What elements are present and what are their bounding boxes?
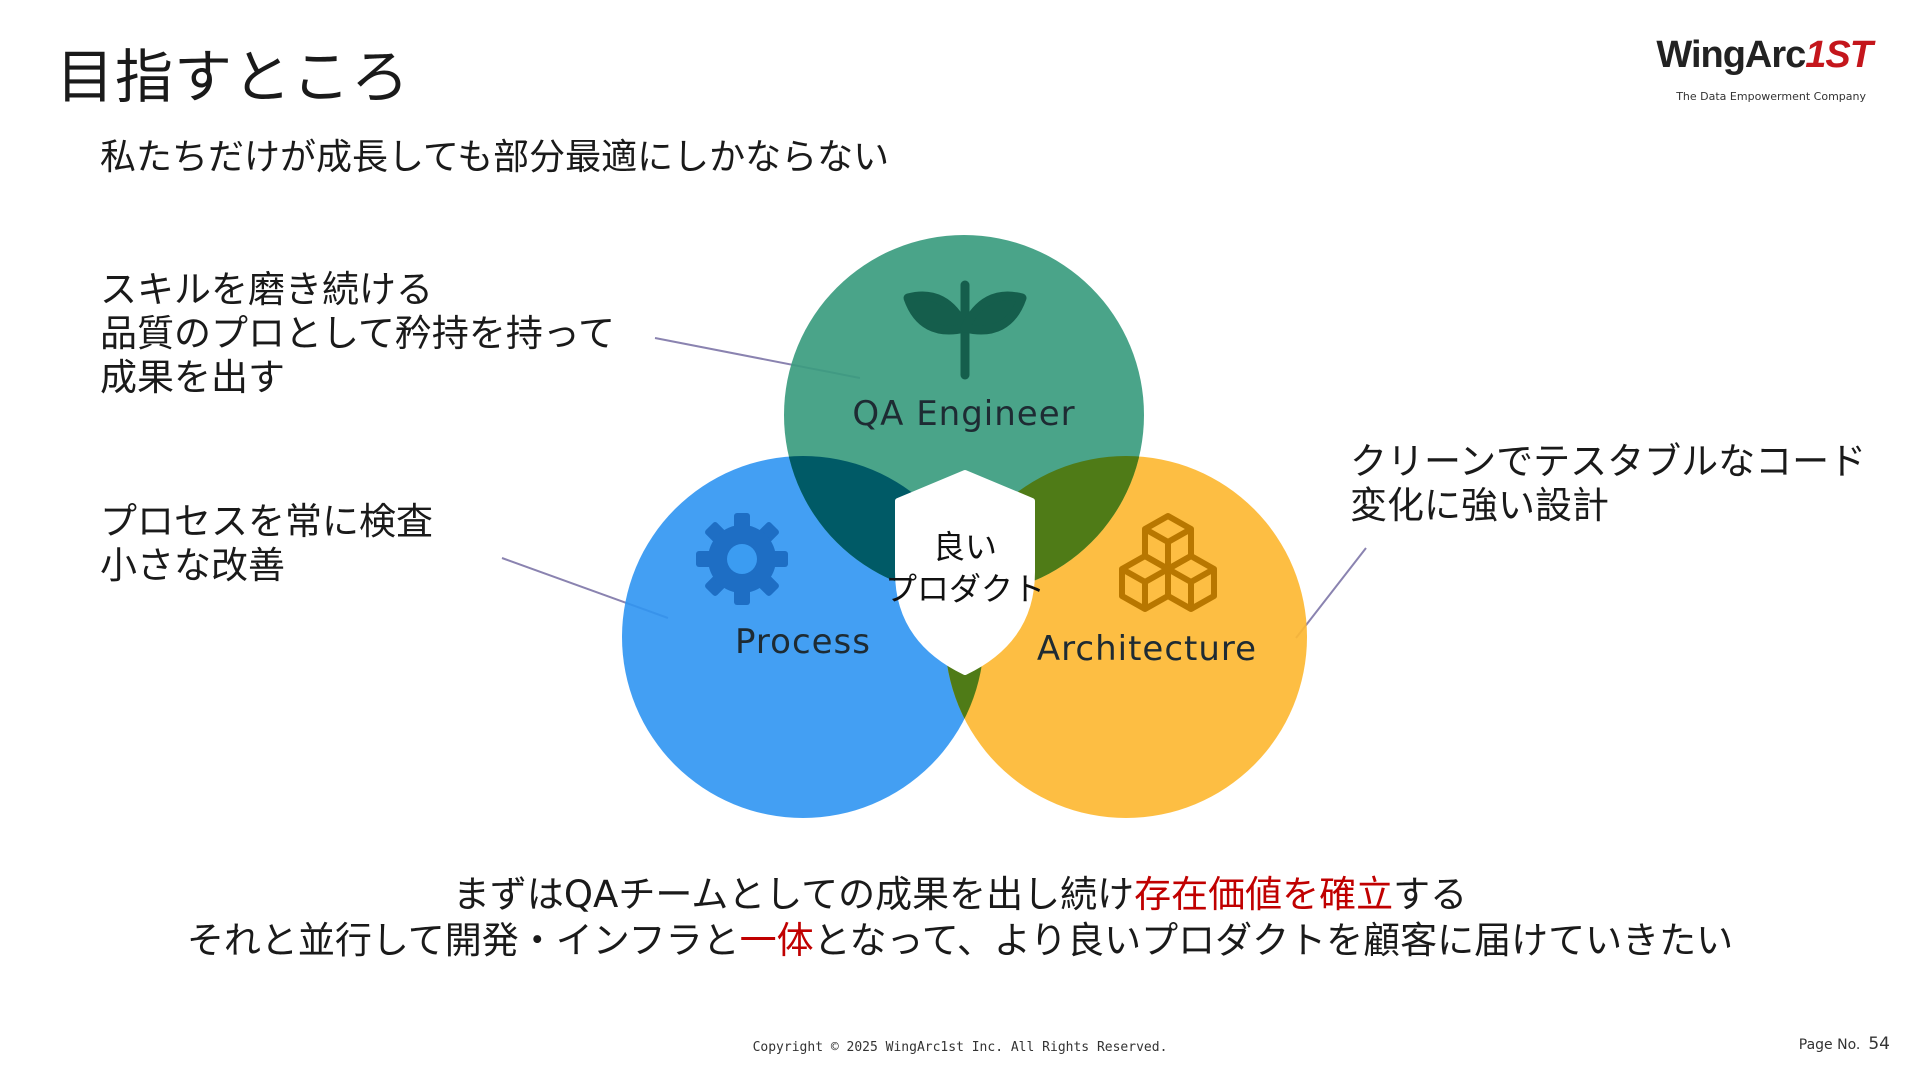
architecture-annotation-line: クリーンでテスタブルなコード xyxy=(1350,440,1867,483)
process-annotation: プロセスを常に検査 小さな改善 xyxy=(100,500,433,588)
logo-brand: WingArc xyxy=(1656,34,1806,76)
qa-engineer-label: QA Engineer xyxy=(852,394,1075,434)
gear-icon xyxy=(696,513,788,605)
center-label-line2: プロダクト xyxy=(885,570,1045,608)
page-number-value: 54 xyxy=(1868,1034,1890,1054)
center-label-line1: 良い xyxy=(933,528,997,566)
architecture-annotation: クリーンでテスタブルなコード 変化に強い設計 xyxy=(1350,440,1866,528)
qa-annotation-line: スキルを磨き続ける xyxy=(100,268,433,311)
cubes-icon xyxy=(1119,513,1217,612)
logo-tagline: The Data Empowerment Company xyxy=(1676,90,1866,103)
conclusion-line-2-tail: となって、より良いプロダクトを顧客に届けていきたい xyxy=(813,919,1734,962)
qa-annotation: スキルを磨き続ける 品質のプロとして矜持を持って 成果を出す xyxy=(100,268,615,400)
conclusion-line-2: それと並行して開発・インフラと一体となって、より良いプロダクトを顧客に届けていき… xyxy=(0,918,1920,964)
page-number: Page No. 54 xyxy=(1799,1034,1890,1054)
conclusion-line-2-text: それと並行して開発・インフラと xyxy=(186,919,740,962)
logo-brand-suffix: 1ST xyxy=(1805,34,1873,76)
process-label: Process xyxy=(735,622,871,662)
conclusion: まずはQAチームとしての成果を出し続け存在価値を確立する それと並行して開発・イ… xyxy=(0,872,1920,964)
conclusion-line-1-tail: する xyxy=(1393,873,1468,916)
sprout-icon xyxy=(903,280,1027,380)
qa-annotation-line: 品質のプロとして矜持を持って xyxy=(100,312,616,355)
qa-architecture-overlap xyxy=(945,456,1144,595)
architecture-annotation-line: 変化に強い設計 xyxy=(1350,484,1609,527)
logo-wordmark: WingArc1ST xyxy=(1656,34,1873,77)
qa-process-overlap xyxy=(784,456,984,595)
process-annotation-line: 小さな改善 xyxy=(100,544,285,587)
page-number-label: Page No. xyxy=(1798,1037,1861,1053)
conclusion-line-1: まずはQAチームとしての成果を出し続け存在価値を確立する xyxy=(0,872,1920,918)
architecture-label: Architecture xyxy=(1037,629,1257,669)
qa-annotation-line: 成果を出す xyxy=(100,356,285,399)
slide-title: 目指すところ xyxy=(56,43,411,111)
wingarc-logo: WingArc1ST The Data Empowerment Company xyxy=(1656,34,1873,114)
slide-subtitle: 私たちだけが成長しても部分最適にしかならない xyxy=(100,137,890,178)
process-annotation-line: プロセスを常に検査 xyxy=(100,500,433,543)
venn-diagram: 良い プロダクト QA Engineer Process Architectur… xyxy=(622,235,1307,818)
conclusion-line-1-highlight: 存在価値を確立 xyxy=(1134,873,1394,916)
conclusion-line-1-text: まずはQAチームとしての成果を出し続け xyxy=(452,873,1135,916)
conclusion-line-2-highlight: 一体 xyxy=(739,919,814,962)
copyright-footer: Copyright © 2025 WingArc1st Inc. All Rig… xyxy=(752,1040,1168,1055)
center-shield xyxy=(895,470,1035,675)
architecture-connector-line xyxy=(1295,547,1367,639)
